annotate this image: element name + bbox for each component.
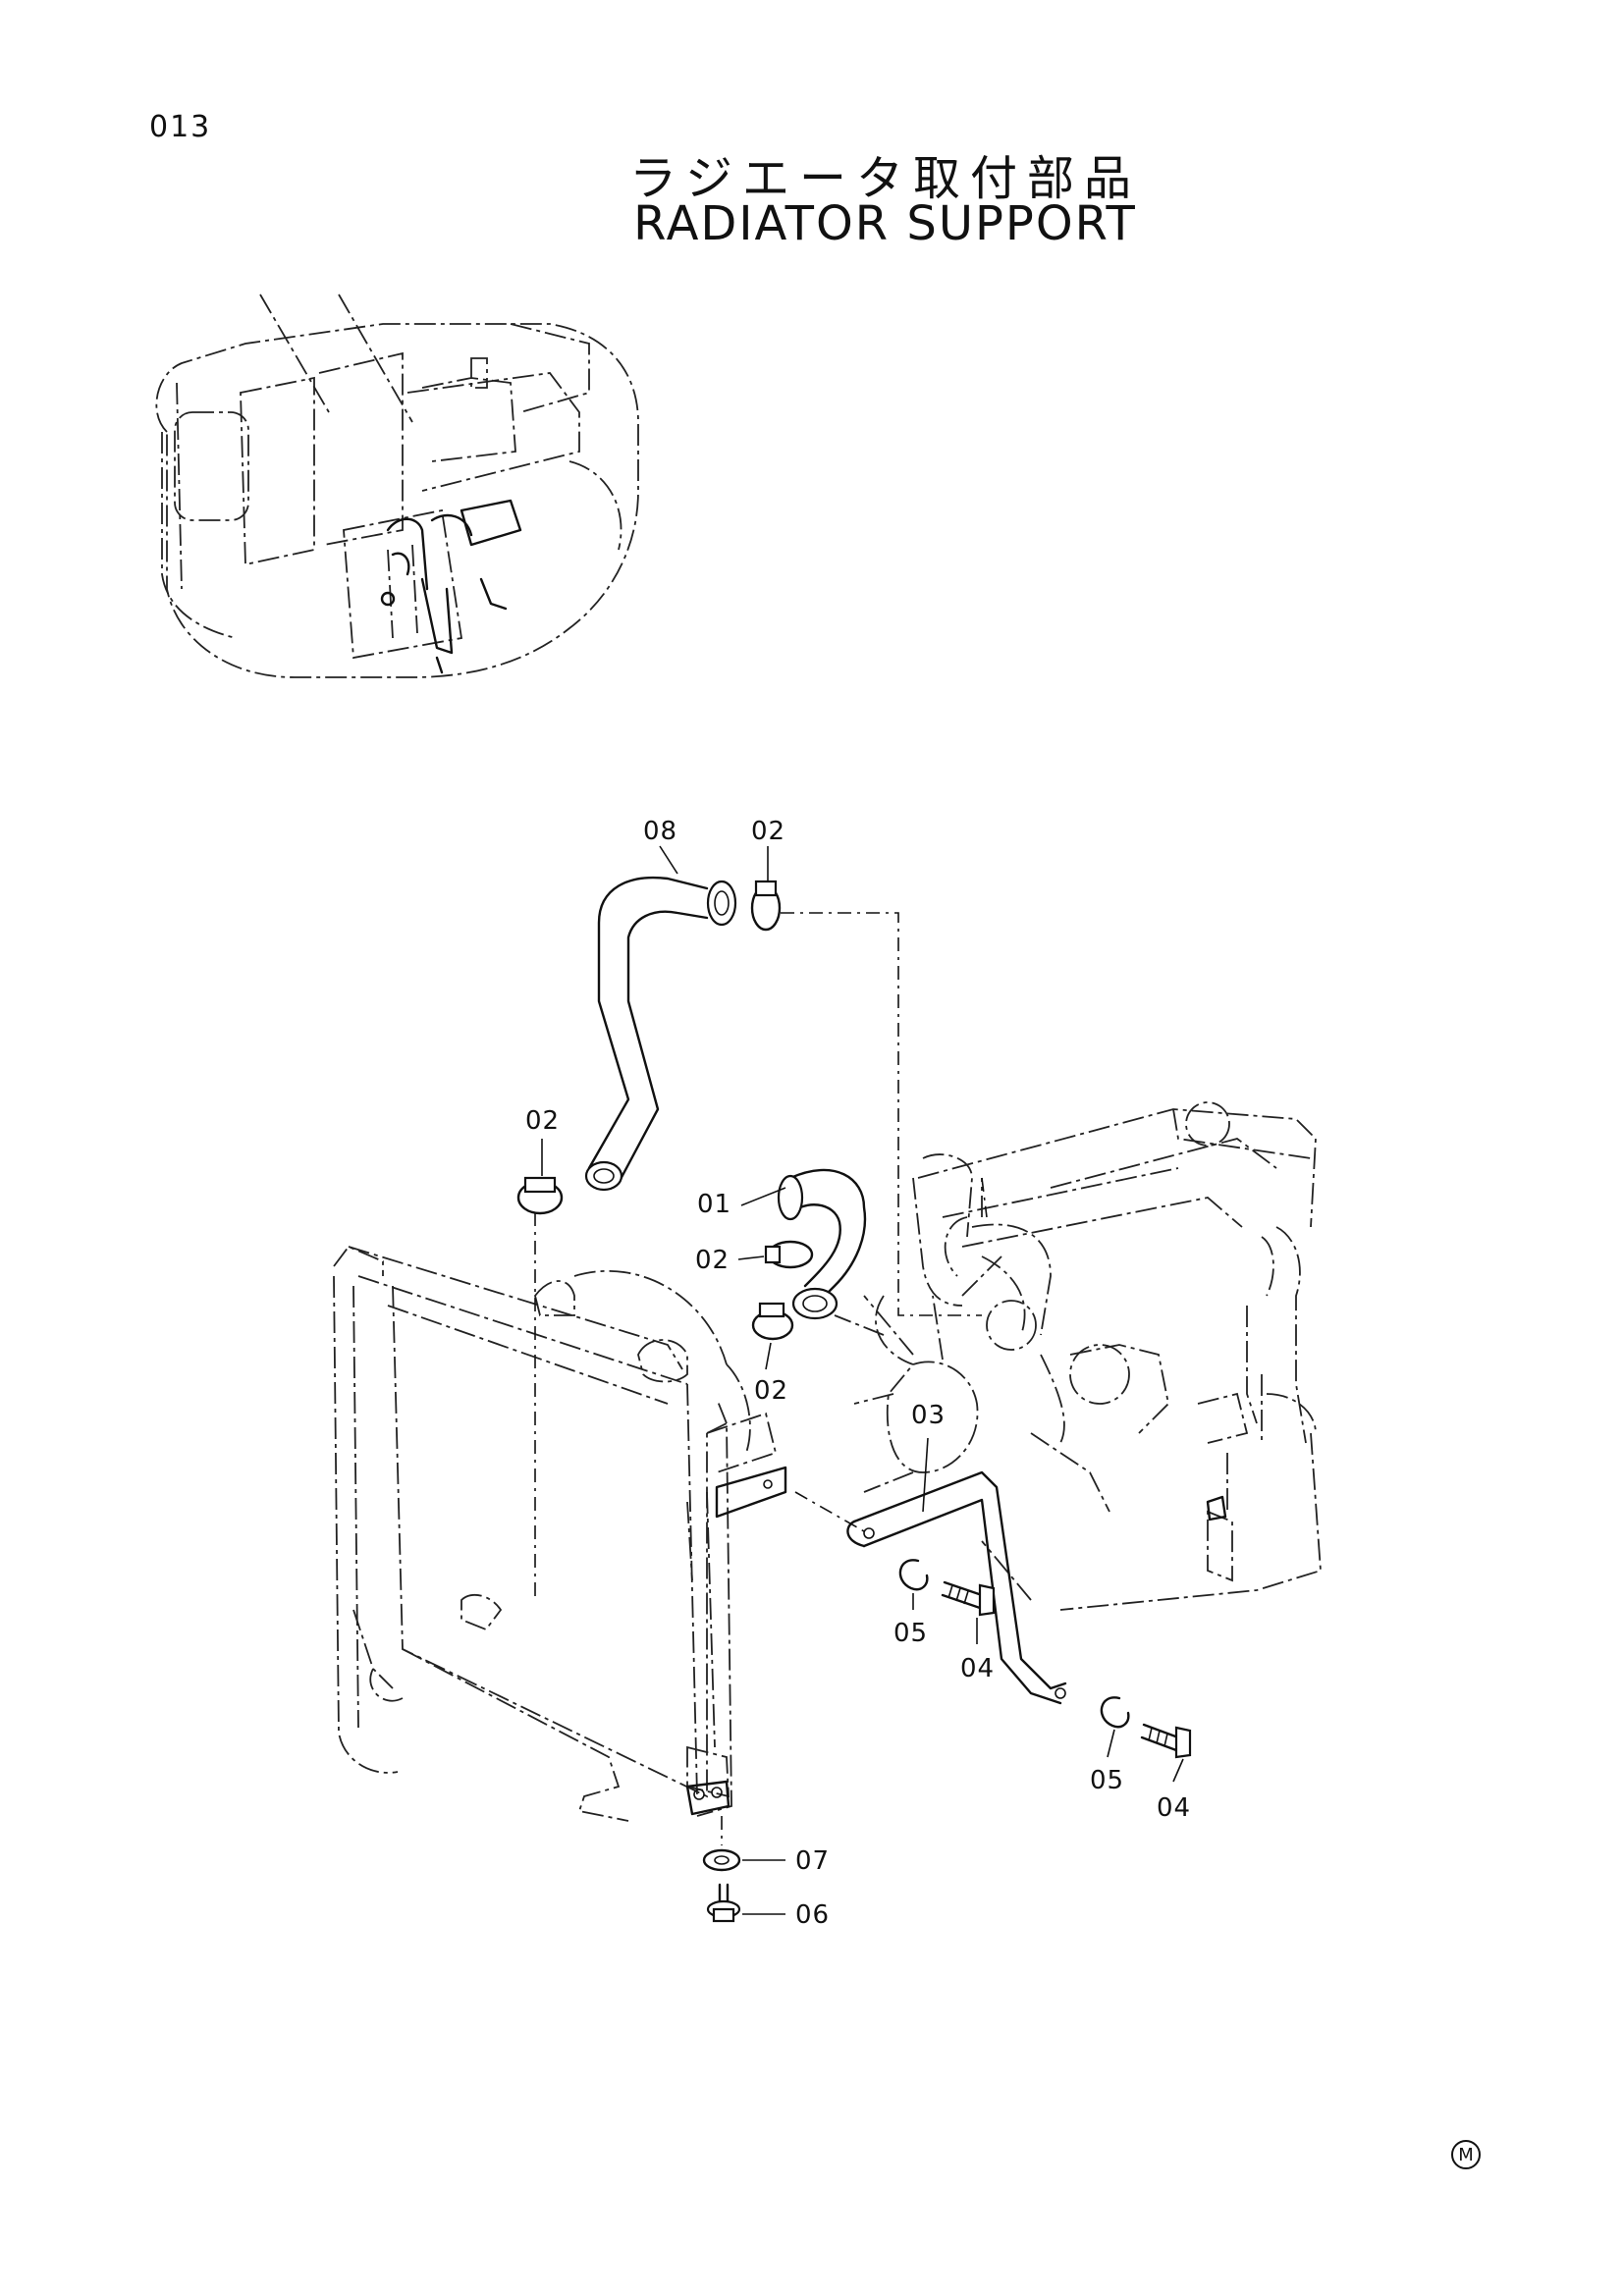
title-english: RADIATOR SUPPORT [633, 196, 1137, 251]
callout-04: 04 [1157, 1793, 1191, 1823]
callout-02: 02 [525, 1106, 560, 1136]
part-05-washer-1 [898, 1559, 929, 1591]
callout-05: 05 [1090, 1766, 1124, 1795]
callout-01: 01 [697, 1190, 731, 1219]
part-03-stay [846, 1470, 1067, 1705]
part-01-hose [777, 1168, 867, 1320]
excavator-inset-illustration [155, 294, 639, 678]
callout-06: 06 [795, 1900, 830, 1930]
part-06-bolt [706, 1883, 741, 1923]
trademark-circle-m: M [1451, 2140, 1481, 2169]
part-08-hose [584, 876, 737, 1192]
callout-02: 02 [695, 1246, 730, 1275]
part-02-clamp-top [750, 880, 782, 932]
callout-04: 04 [960, 1654, 995, 1683]
callout-05: 05 [893, 1619, 928, 1648]
part-02-clamp-left [516, 1176, 564, 1215]
part-04-bolt-2 [1140, 1723, 1192, 1759]
page-number: 013 [149, 110, 212, 144]
callout-07: 07 [795, 1846, 830, 1876]
engine-illustration [834, 1101, 1322, 1611]
callout-02: 02 [751, 817, 785, 846]
part-05-washer-2 [1100, 1696, 1130, 1729]
radiator-illustration [333, 1245, 778, 1822]
part-02-clamp-lower [751, 1302, 794, 1341]
assembly-dash-lines [534, 912, 988, 1845]
part-07-washer [702, 1848, 741, 1872]
callout-labels: 08 02 02 01 02 02 03 05 04 05 04 07 06 [525, 817, 1191, 1930]
radiator-side-bracket [715, 1466, 1227, 1522]
callout-03: 03 [911, 1401, 946, 1430]
callout-02: 02 [754, 1376, 788, 1406]
callout-08: 08 [643, 817, 677, 846]
radiator-foot-bracket [685, 1780, 730, 1816]
leader-lines [541, 845, 1184, 1915]
title-japanese: ラジエータ取付部品 [628, 151, 1142, 206]
part-04-bolt-1 [941, 1580, 996, 1617]
part-02-clamp-mid [764, 1240, 814, 1269]
